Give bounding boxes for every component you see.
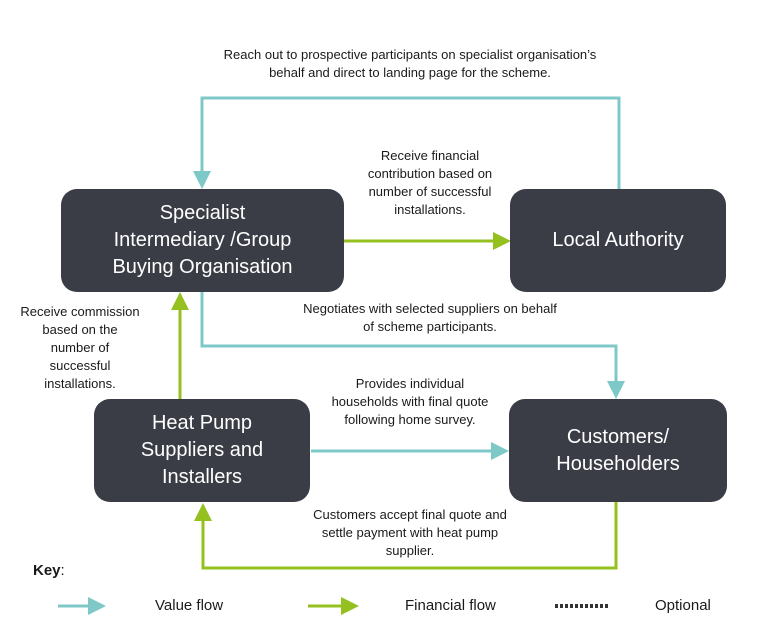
- label-payment: Customers accept final quote and settle …: [313, 507, 507, 558]
- label-negotiates: Negotiates with selected suppliers on be…: [303, 301, 557, 334]
- node-specialist-intermediary: Specialist Intermediary /Group Buying Or…: [61, 189, 344, 292]
- label-financial-contribution: Receive financial contribution based on …: [367, 148, 493, 217]
- label-reach-out: Reach out to prospective participants on…: [223, 47, 597, 80]
- flow-negotiates: [200, 292, 625, 399]
- flow-payment: [194, 502, 618, 570]
- key-optional-label: Optional: [655, 597, 711, 614]
- key-financial-flow-label: Financial flow: [405, 597, 496, 614]
- key-value-flow-label: Value flow: [155, 597, 224, 614]
- node-customers-householders: Customers/ Householders: [509, 399, 727, 502]
- node-local-authority: Local Authority: [510, 189, 726, 292]
- key-title: Key:: [33, 562, 65, 579]
- flow-reach-out: [193, 96, 621, 190]
- label-commission: Receive commission based on the number o…: [20, 304, 140, 391]
- node-heat-pump-suppliers: Heat Pump Suppliers and Installers: [94, 399, 310, 502]
- label-final-quote: Provides individual households with fina…: [331, 376, 489, 427]
